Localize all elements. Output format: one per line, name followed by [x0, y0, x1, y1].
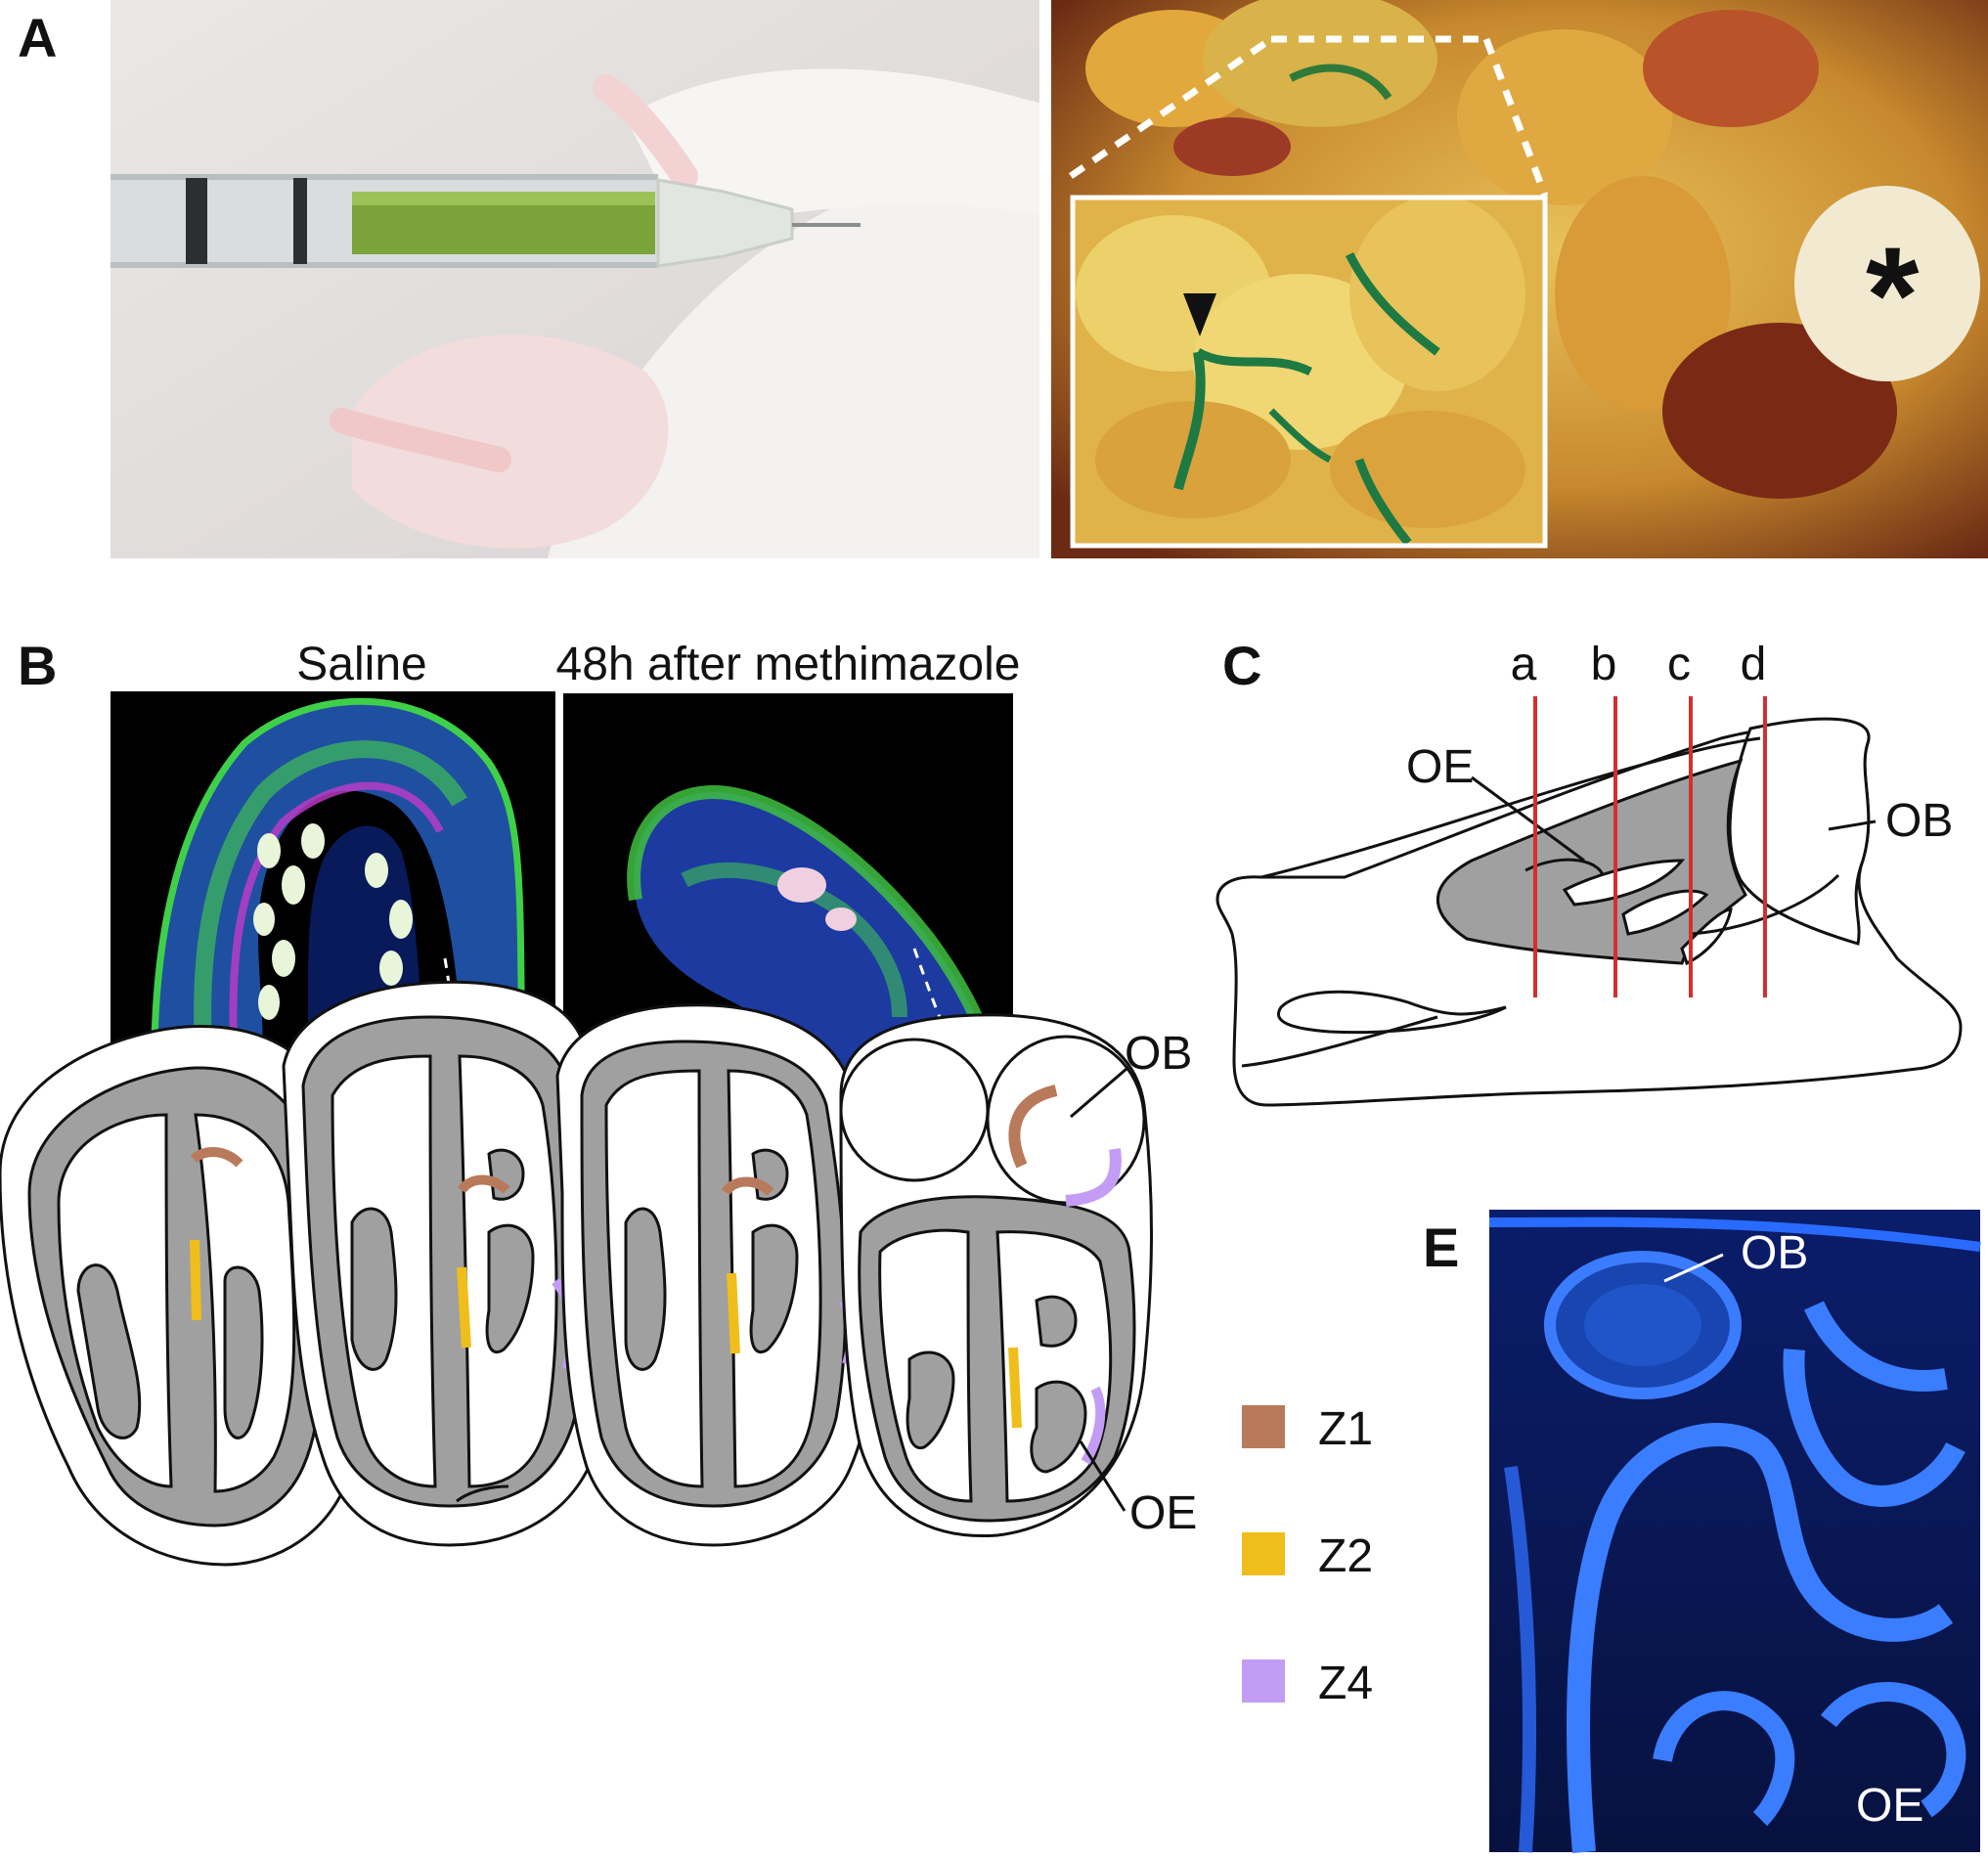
sagittal-diagram — [1215, 717, 1963, 1107]
legend-label-z1: Z1 — [1318, 1403, 1373, 1455]
methimazole-title: 48h after methimazole — [556, 639, 1021, 690]
e-oe-label: OE — [1856, 1780, 1923, 1832]
coronal-section-b — [282, 980, 618, 1547]
coronal-section-a — [0, 1025, 365, 1567]
micrograph-coronal-dapi — [1488, 1210, 1981, 1854]
e-ob-label: OB — [1741, 1227, 1808, 1279]
legend-label-z4: Z4 — [1318, 1658, 1373, 1709]
panel-label-c: C — [1222, 635, 1261, 696]
legend-swatch-z4 — [1242, 1660, 1285, 1703]
photo-mouse-injection — [110, 0, 1039, 558]
c-ob-label: OB — [1885, 795, 1953, 847]
coronal-section-c — [555, 1003, 878, 1547]
asterisk-mark: * — [1866, 218, 1920, 372]
c-section-letter-b: b — [1591, 639, 1617, 690]
c-section-letter-d: d — [1741, 639, 1767, 690]
panel-label-a: A — [18, 7, 57, 68]
abdomen-inset — [1070, 195, 1548, 549]
legend-label-z2: Z2 — [1318, 1530, 1373, 1582]
saline-title: Saline — [296, 639, 426, 690]
c-oe-label: OE — [1406, 741, 1474, 793]
d-ob-label: OB — [1125, 1028, 1192, 1080]
arrowhead-black — [1183, 293, 1216, 336]
panel-label-b: B — [18, 635, 57, 696]
legend-swatch-z2 — [1242, 1532, 1285, 1575]
panel-label-e: E — [1423, 1217, 1459, 1278]
d-oe-label: OE — [1129, 1487, 1197, 1539]
c-section-letter-a: a — [1511, 639, 1537, 690]
legend-swatch-z1 — [1242, 1405, 1285, 1448]
c-section-letter-c: c — [1667, 639, 1691, 690]
coronal-section-d — [839, 1013, 1153, 1538]
